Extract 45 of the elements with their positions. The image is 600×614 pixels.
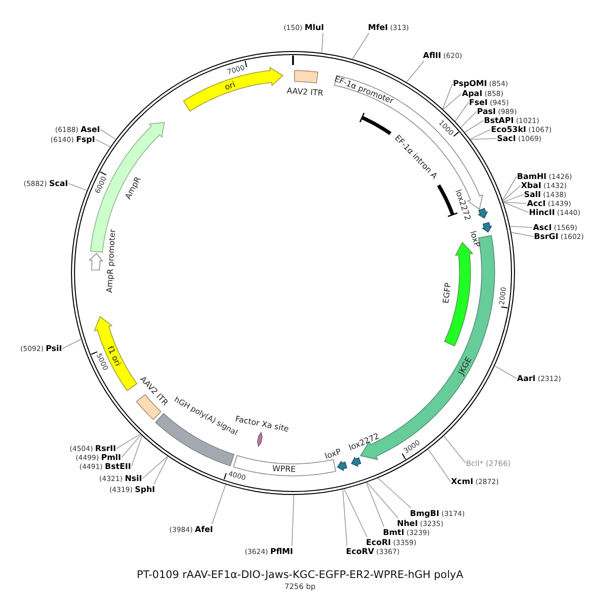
feature-label: ori (224, 80, 236, 92)
leader-line (503, 202, 529, 213)
map-title: PT-0109 rAAV-EF1α-DIO-Jaws-KGC-EGFP-ER2-WPRE-hGH polyA (136, 569, 464, 581)
leader-line (503, 202, 527, 204)
leader-line (62, 338, 82, 349)
leader-line (342, 489, 348, 546)
leader-line (502, 176, 517, 200)
feature-label: AAV2 ITR (286, 86, 324, 98)
leader-line (406, 60, 424, 82)
leader-line (121, 434, 142, 458)
leader-line (470, 138, 497, 140)
leader-line (511, 232, 534, 237)
leader-line (464, 120, 484, 133)
feature-label: loxP (468, 229, 482, 248)
leader-line (95, 139, 111, 148)
leader-line (212, 484, 226, 524)
leader-line (142, 456, 168, 479)
leader-line (442, 83, 453, 110)
leader-line (321, 32, 324, 54)
leader-line (154, 456, 168, 484)
leader-line (366, 482, 398, 518)
leader-line (292, 494, 294, 546)
leader-line (503, 194, 524, 202)
feature-label: loxP (324, 447, 342, 461)
leader-line (502, 185, 521, 202)
leader-line (366, 482, 384, 528)
leader-line (470, 129, 491, 140)
feature-label: AmpR promoter (104, 229, 117, 294)
feature-label: JKGE (456, 355, 474, 376)
leader-line (116, 434, 141, 449)
leader-line (454, 102, 469, 122)
feature-label: WPRE (272, 464, 296, 474)
leader-line (428, 448, 451, 482)
leader-line (131, 436, 142, 467)
leader-line (378, 478, 412, 508)
leader-line (100, 129, 116, 140)
leader-line (68, 183, 88, 191)
leader-line (444, 436, 466, 464)
leader-line (494, 366, 517, 379)
leader-line (460, 111, 477, 128)
leader-line (344, 488, 368, 538)
leader-line (352, 32, 370, 60)
leader-line (510, 226, 533, 228)
leader-line (442, 93, 462, 110)
feature-label: EGFP (441, 282, 453, 304)
